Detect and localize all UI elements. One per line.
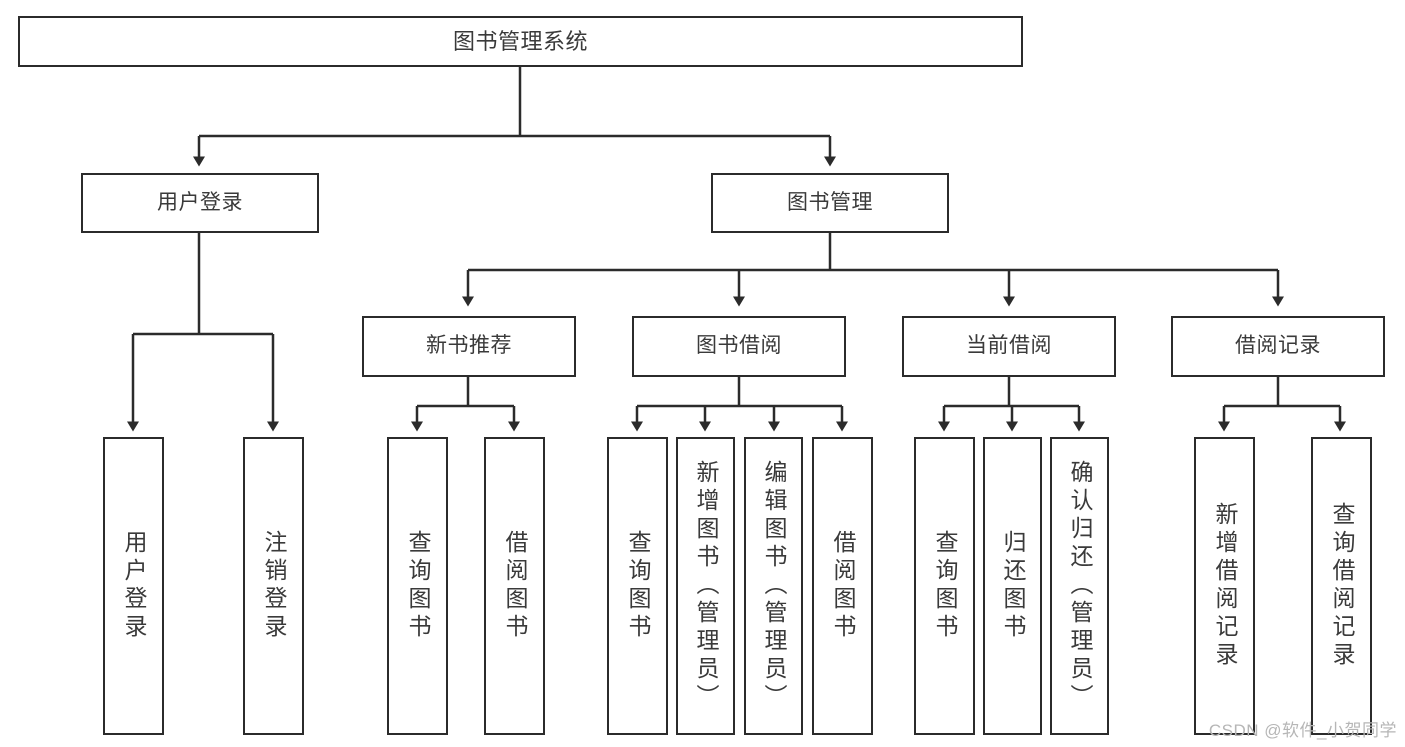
leaf-borrow-query-book[interactable]: 查询图书: [607, 437, 668, 735]
node-label: 查询借阅记录: [1329, 502, 1355, 670]
node-label: 图书管理系统: [452, 28, 588, 54]
node-label: 图书管理: [787, 190, 873, 214]
leaf-records-query-record[interactable]: 查询借阅记录: [1311, 437, 1372, 735]
leaf-records-add-record[interactable]: 新增借阅记录: [1194, 437, 1255, 735]
leaf-borrow-edit-book-admin[interactable]: 编辑图书（管理员）: [744, 437, 803, 735]
leaf-user-login-login[interactable]: 用户登录: [103, 437, 164, 735]
node-label: 当前借阅: [966, 334, 1052, 358]
node-label: 借阅记录: [1235, 334, 1321, 358]
leaf-current-query-book[interactable]: 查询图书: [914, 437, 975, 735]
node-label: 图书借阅: [696, 334, 782, 358]
node-user-login[interactable]: 用户登录: [81, 173, 319, 233]
node-label: 借阅图书: [502, 530, 528, 642]
node-label: 查询图书: [405, 530, 431, 642]
node-label: 确认归还（管理员）: [1067, 460, 1093, 712]
node-label: 新增借阅记录: [1212, 502, 1238, 670]
leaf-borrow-add-book-admin[interactable]: 新增图书（管理员）: [676, 437, 735, 735]
node-book-management[interactable]: 图书管理: [711, 173, 949, 233]
node-current-borrow[interactable]: 当前借阅: [902, 316, 1116, 377]
leaf-current-return-book[interactable]: 归还图书: [983, 437, 1042, 735]
node-label: 新增图书（管理员）: [693, 460, 719, 712]
node-label: 查询图书: [932, 530, 958, 642]
node-label: 注销登录: [261, 530, 287, 642]
leaf-new-book-query[interactable]: 查询图书: [387, 437, 448, 735]
leaf-current-confirm-return-admin[interactable]: 确认归还（管理员）: [1050, 437, 1109, 735]
node-label: 借阅图书: [830, 530, 856, 642]
node-label: 归还图书: [1000, 530, 1026, 642]
node-label: 编辑图书（管理员）: [761, 460, 787, 712]
leaf-user-login-logout[interactable]: 注销登录: [243, 437, 304, 735]
node-label: 用户登录: [157, 190, 243, 214]
node-book-borrow[interactable]: 图书借阅: [632, 316, 846, 377]
node-label: 新书推荐: [426, 334, 512, 358]
leaf-new-book-borrow[interactable]: 借阅图书: [484, 437, 545, 735]
node-root-system[interactable]: 图书管理系统: [18, 16, 1023, 67]
leaf-borrow-borrow-book[interactable]: 借阅图书: [812, 437, 873, 735]
node-label: 用户登录: [121, 530, 147, 642]
node-new-book-recommend[interactable]: 新书推荐: [362, 316, 576, 377]
node-borrow-records[interactable]: 借阅记录: [1171, 316, 1385, 377]
watermark-text: CSDN @软件_小贺同学: [1208, 721, 1397, 740]
node-label: 查询图书: [625, 530, 651, 642]
